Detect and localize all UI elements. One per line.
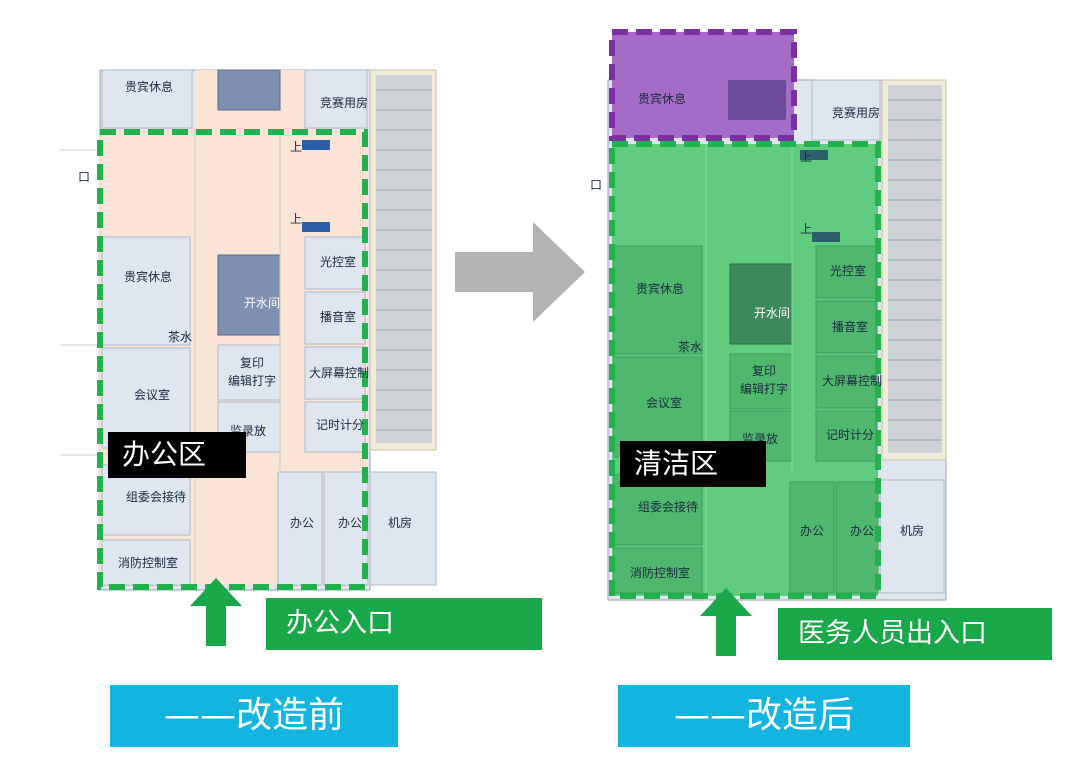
- room-light-control: 光控室: [320, 255, 357, 269]
- medical-entrance-label: 医务人员出入口: [778, 608, 1052, 660]
- room-vip-top-after: 贵宾休息: [638, 92, 687, 106]
- entrance-arrow-icon: [190, 578, 242, 646]
- stair-label-2: 上: [290, 212, 303, 226]
- room-tea-after: 茶水: [678, 340, 703, 354]
- room-machine: 机房: [388, 516, 413, 530]
- room-office-1-after: 办公: [800, 524, 825, 538]
- room-fire-control: 消防控制室: [118, 556, 179, 570]
- stair-label-1: 上: [290, 140, 303, 154]
- room-timing: 记时计分: [316, 418, 365, 432]
- room-meeting-after: 会议室: [646, 396, 683, 410]
- side-label-after: 口: [590, 178, 603, 192]
- room-committee-after: 组委会接待: [638, 500, 699, 514]
- office-zone-label: 办公区: [108, 432, 246, 478]
- room-copy-1: 复印: [240, 356, 265, 370]
- entrance-arrow-after-icon: [700, 588, 752, 656]
- plan-before: 贵宾休息 竞赛用房 上 口 上 贵宾休息 光控室 开水间 播音室 茶水 复印 编…: [60, 69, 542, 747]
- room-broadcast-after: 播音室: [832, 320, 869, 334]
- room-office-1: 办公: [290, 516, 315, 530]
- room-committee: 组委会接待: [126, 490, 187, 504]
- room-competition: 竞赛用房: [320, 96, 369, 110]
- room-meeting: 会议室: [134, 388, 171, 402]
- room-office-2-after: 办公: [850, 524, 875, 538]
- room-copy-1-after: 复印: [752, 364, 777, 378]
- room-vip-top: 贵宾休息: [125, 80, 174, 94]
- side-label: 口: [78, 170, 91, 184]
- stair-label-1-after: 上: [800, 150, 813, 164]
- room-copy-2: 编辑打字: [228, 374, 277, 388]
- room-timing-after: 记时计分: [826, 428, 875, 442]
- room-water-after: 开水间: [754, 306, 791, 320]
- room-broadcast: 播音室: [320, 310, 357, 324]
- floorplan-before-drawing: [60, 69, 437, 591]
- room-vip: 贵宾休息: [124, 270, 173, 284]
- room-machine-after: 机房: [900, 524, 925, 538]
- transform-arrow-icon: [455, 222, 585, 322]
- room-competition-after: 竞赛用房: [832, 106, 881, 120]
- room-screen-control: 大屏幕控制: [309, 366, 370, 380]
- caption-before: ——改造前: [110, 685, 398, 747]
- room-copy-2-after: 编辑打字: [740, 382, 789, 396]
- room-fire-control-after: 消防控制室: [630, 566, 691, 580]
- room-office-2: 办公: [338, 516, 363, 530]
- stair-label-2-after: 上: [800, 222, 813, 236]
- room-light-control-after: 光控室: [830, 264, 867, 278]
- room-water: 开水间: [244, 296, 281, 310]
- room-tea: 茶水: [168, 330, 193, 344]
- room-screen-control-after: 大屏幕控制: [822, 374, 883, 388]
- clean-zone-label: 清洁区: [620, 441, 766, 487]
- room-vip-after: 贵宾休息: [636, 282, 685, 296]
- caption-after: ——改造后: [618, 685, 910, 747]
- office-entrance-label: 办公入口: [266, 598, 542, 650]
